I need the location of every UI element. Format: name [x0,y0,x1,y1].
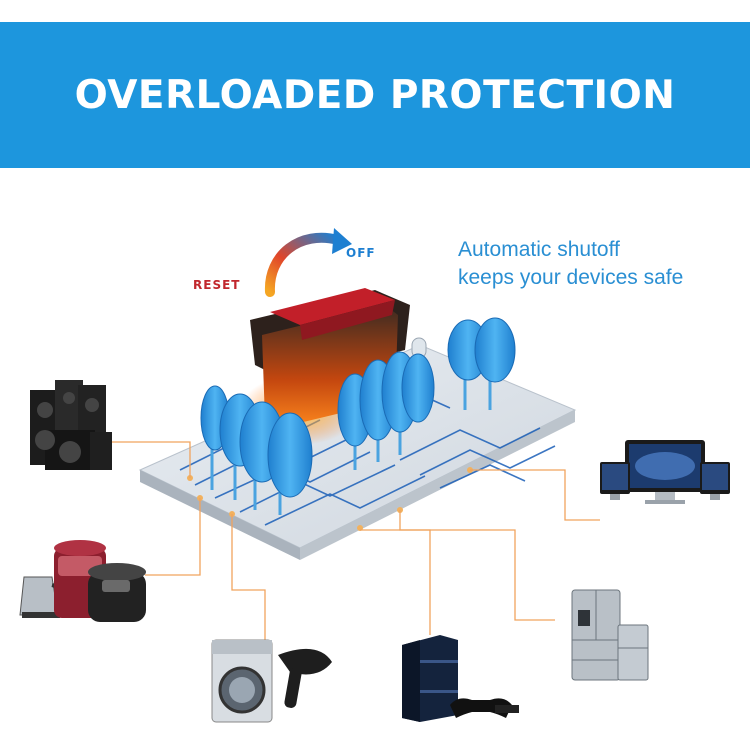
header-banner: OVERLOADED PROTECTION [0,22,750,168]
game-console-icon [402,635,519,722]
reset-label: RESET [193,278,241,292]
washing-machine-and-hair-dryer-icon [211,639,332,723]
connector-lines [110,441,600,640]
reset-off-arrow [264,228,352,297]
banner-title: OVERLOADED PROTECTION [74,72,676,118]
refrigerator-icon [571,589,649,681]
desktop-computers-icon [600,440,730,504]
tagline: Automatic shutoff keeps your devices saf… [458,236,728,292]
tagline-line-2: keeps your devices safe [458,266,684,289]
speakers-icon [30,380,112,470]
off-label: OFF [346,246,376,260]
kettle-and-rice-cooker-icon [19,540,146,622]
capacitors [200,317,516,515]
tagline-line-1: Automatic shutoff [458,238,620,261]
